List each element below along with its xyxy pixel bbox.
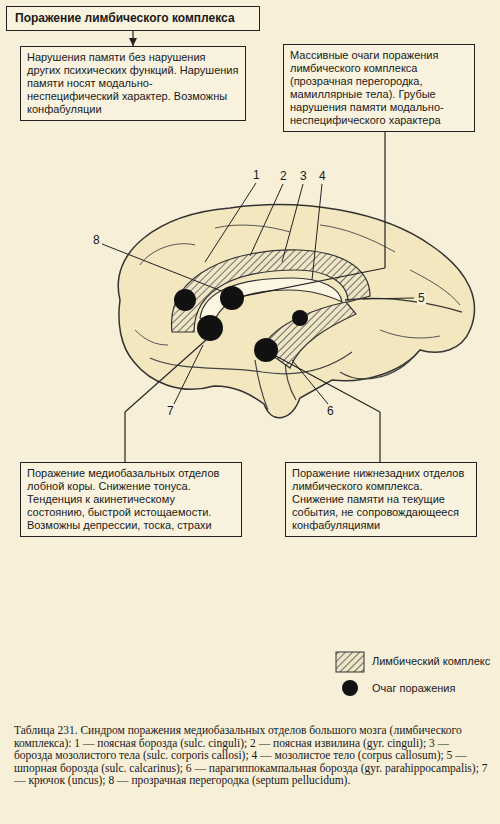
lesion xyxy=(197,315,223,341)
figure-caption: Таблица 231. Синдром поражения медиобаза… xyxy=(14,724,488,787)
box-text: Поражение лимбического комплекса xyxy=(15,11,251,26)
leader-line xyxy=(276,356,380,412)
heading-box: Поражение лимбического комплекса xyxy=(6,6,260,31)
description-box: Массивные очаги поражения лимбического к… xyxy=(283,44,475,132)
callout-leaders xyxy=(102,183,414,404)
leader-line xyxy=(384,132,385,268)
limbic-complex-lower xyxy=(262,302,356,368)
description-box: Поражение медиобазальных отделов лобной … xyxy=(20,462,242,537)
arrowhead xyxy=(129,38,137,46)
leader-line xyxy=(379,412,380,462)
lesion xyxy=(220,286,244,310)
legend-text: Очаг поражения xyxy=(372,682,455,695)
leader-line xyxy=(244,268,385,296)
brain-outline xyxy=(118,205,474,418)
box-text: Поражение нижнезадних отделов лимбическо… xyxy=(292,467,470,532)
callout-number: 6 xyxy=(326,405,335,418)
temporal-lobe xyxy=(150,352,352,374)
leader-line xyxy=(125,340,206,412)
callout-number: 1 xyxy=(252,169,261,182)
corpus-callosum xyxy=(200,278,342,322)
lesion xyxy=(174,289,196,311)
callout-number: 3 xyxy=(299,170,308,183)
calcarine-sulcus xyxy=(345,299,462,313)
callout-number: 2 xyxy=(279,170,288,183)
connector-arrow xyxy=(132,31,133,46)
callout-number: 5 xyxy=(417,292,426,305)
lesion xyxy=(292,310,308,326)
leader-line xyxy=(124,412,125,462)
callout-number: 7 xyxy=(166,405,175,418)
cerebellum xyxy=(340,352,418,379)
box-text: Нарушения памяти без нарушения других пс… xyxy=(27,51,239,116)
box-text: Массивные очаги поражения лимбического к… xyxy=(290,49,468,127)
description-box: Нарушения памяти без нарушения других пс… xyxy=(20,46,246,121)
callout-number: 8 xyxy=(92,234,101,247)
description-box: Поражение нижнезадних отделов лимбическо… xyxy=(285,462,477,537)
legend-dot-swatch xyxy=(342,680,358,696)
legend-text: Лимбический комплекс xyxy=(372,655,490,668)
callout-number: 4 xyxy=(318,170,327,183)
legend-hatch-swatch xyxy=(336,652,364,672)
box-text: Поражение медиобазальных отделов лобной … xyxy=(27,467,235,532)
lesion xyxy=(254,338,278,362)
